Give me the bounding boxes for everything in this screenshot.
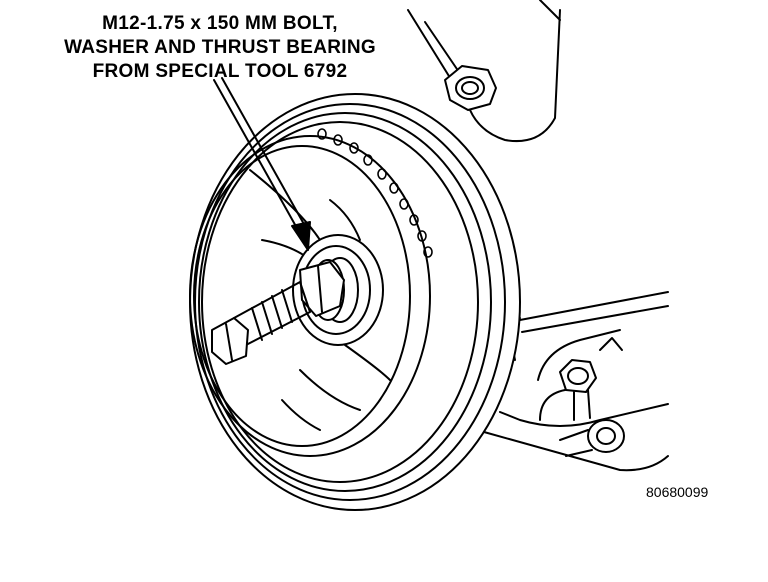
callout-line-1: M12-1.75 x 150 MM BOLT, [102,13,338,34]
callout-line-2: WASHER AND THRUST BEARING [64,37,376,58]
upper-nut [444,65,497,111]
callout-arrow [213,77,311,251]
lower-bracket [483,291,669,472]
figure-id: 80680099 [646,484,709,500]
callout-label: M12-1.75 x 150 MM BOLT, WASHER AND THRUS… [40,12,400,84]
callout-line-3: FROM SPECIAL TOOL 6792 [92,61,348,82]
timing-holes [317,128,433,258]
lower-bolt [559,359,625,457]
tool-bolt-assembly [211,257,359,365]
